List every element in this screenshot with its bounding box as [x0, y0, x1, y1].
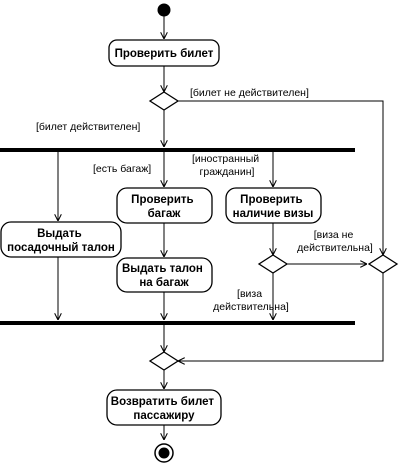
edge-visa-merge-to-final-merge	[178, 273, 384, 361]
final-node	[154, 443, 174, 463]
fork-bar	[0, 148, 355, 152]
action-issue-boarding-pass: Выдать посадочный талон	[0, 221, 122, 258]
decision-ticket-valid	[148, 91, 180, 111]
action-check-visa: Проверить наличие визы	[225, 187, 322, 224]
action-return-ticket: Возвратить билет пассажиру	[106, 389, 222, 426]
initial-node	[157, 3, 171, 17]
join-bar	[0, 321, 355, 325]
merge-rejection	[367, 254, 399, 274]
action-issue-boarding-pass-label: Выдать посадочный талон	[7, 228, 115, 254]
guard-ticket-invalid: [билет не действителен]	[190, 87, 309, 99]
action-check-visa-label: Проверить наличие визы	[233, 194, 314, 220]
merge-final	[148, 351, 180, 371]
action-check-baggage: Проверить багаж	[116, 187, 213, 224]
decision-visa-valid	[257, 254, 289, 274]
action-check-ticket: Проверить билет	[108, 39, 220, 67]
guard-foreign-citizen: [иностранный гражданин]	[192, 153, 262, 178]
guard-visa-invalid: [виза не действительна]	[297, 229, 373, 254]
action-issue-baggage-tag-label: Выдать талон на багаж	[122, 263, 206, 289]
action-issue-baggage-tag: Выдать талон на багаж	[116, 257, 213, 293]
edge-ticket-invalid	[178, 100, 383, 255]
action-return-ticket-label: Возвратить билет пассажиру	[111, 396, 217, 422]
edges	[58, 16, 383, 440]
action-check-baggage-label: Проверить багаж	[131, 194, 197, 220]
action-check-ticket-label: Проверить билет	[115, 48, 214, 60]
guard-ticket-valid: [билет действителен]	[36, 121, 140, 133]
guard-visa-valid: [виза действительна]	[213, 288, 289, 313]
guard-has-baggage: [есть багаж]	[93, 163, 151, 175]
